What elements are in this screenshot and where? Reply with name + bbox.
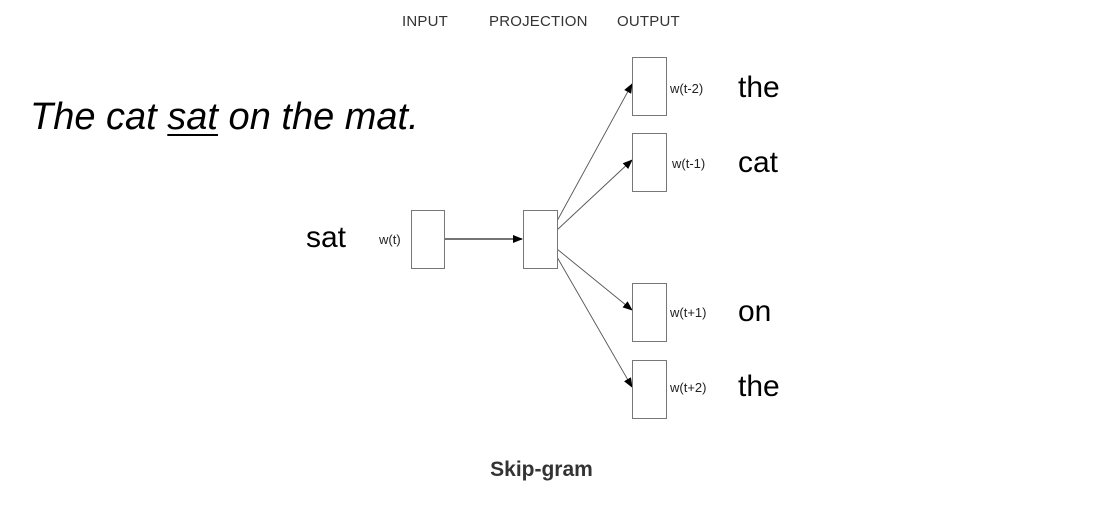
sentence-before: The cat <box>30 96 168 138</box>
output-node-box-4 <box>632 360 667 419</box>
output-node-label-4: w(t+2) <box>670 380 707 395</box>
edge-projection-to-w-t-plus-2 <box>556 256 633 388</box>
input-word: sat <box>306 221 347 254</box>
projection-node-box <box>523 210 558 269</box>
input-header: INPUT <box>402 13 448 30</box>
edge-projection-to-w-t-minus-2 <box>556 83 633 222</box>
example-sentence: The cat sat on the mat. <box>30 96 419 139</box>
input-node-label: w(t) <box>379 232 401 247</box>
diagram-caption: Skip-gram <box>490 458 593 481</box>
projection-header: PROJECTION <box>489 13 588 30</box>
input-node-box <box>411 210 445 269</box>
edge-projection-to-w-t-plus-1 <box>556 248 633 311</box>
sentence-highlight-word: sat <box>167 96 218 138</box>
output-word-3: on <box>738 295 772 328</box>
output-header: OUTPUT <box>617 13 680 30</box>
edge-projection-to-w-t-minus-1 <box>556 159 633 231</box>
output-word-1: the <box>738 71 780 104</box>
sentence-after: on the mat. <box>218 96 419 138</box>
output-node-label-3: w(t+1) <box>670 305 707 320</box>
output-node-label-2: w(t-1) <box>672 156 706 171</box>
output-node-box-2 <box>632 133 667 192</box>
output-word-4: the <box>738 370 780 403</box>
output-node-box-1 <box>632 57 667 116</box>
output-word-2: cat <box>738 146 779 179</box>
output-node-box-3 <box>632 283 667 342</box>
output-node-label-1: w(t-2) <box>670 81 704 96</box>
